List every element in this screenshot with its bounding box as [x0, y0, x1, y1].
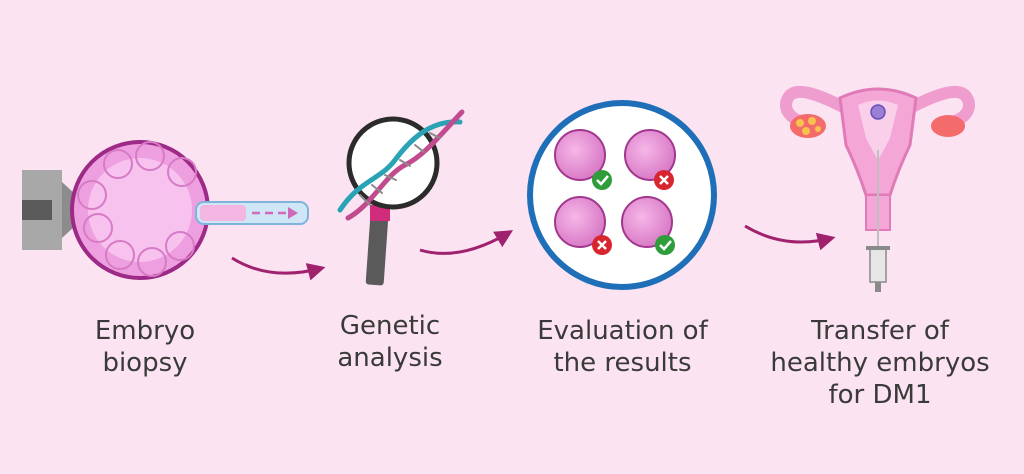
- magnifier-dna-icon: [337, 109, 465, 286]
- check-icon: [592, 170, 612, 190]
- flow-arrow-2: [419, 230, 514, 255]
- embryo-biopsy-icon: [22, 140, 309, 280]
- embryo-bad-2: [554, 196, 612, 255]
- embryo-bad-1: [624, 129, 676, 190]
- step-label-evaluation: Evaluation of the results: [537, 316, 708, 378]
- results-evaluation-icon: [527, 100, 717, 290]
- flow-arrow-3: [744, 224, 836, 251]
- step-label-transfer: Transfer of healthy embryos for DM1: [770, 316, 990, 410]
- uterus-syringe-icon: [780, 85, 975, 292]
- embryo-ok-2: [621, 196, 675, 255]
- check-icon: [655, 235, 675, 255]
- flow-arrow-1: [231, 256, 326, 281]
- step-label-genetic-analysis: Genetic analysis: [337, 311, 443, 373]
- step-label-embryo-biopsy: Embryo biopsy: [94, 316, 196, 378]
- embryo-ok-1: [554, 129, 612, 190]
